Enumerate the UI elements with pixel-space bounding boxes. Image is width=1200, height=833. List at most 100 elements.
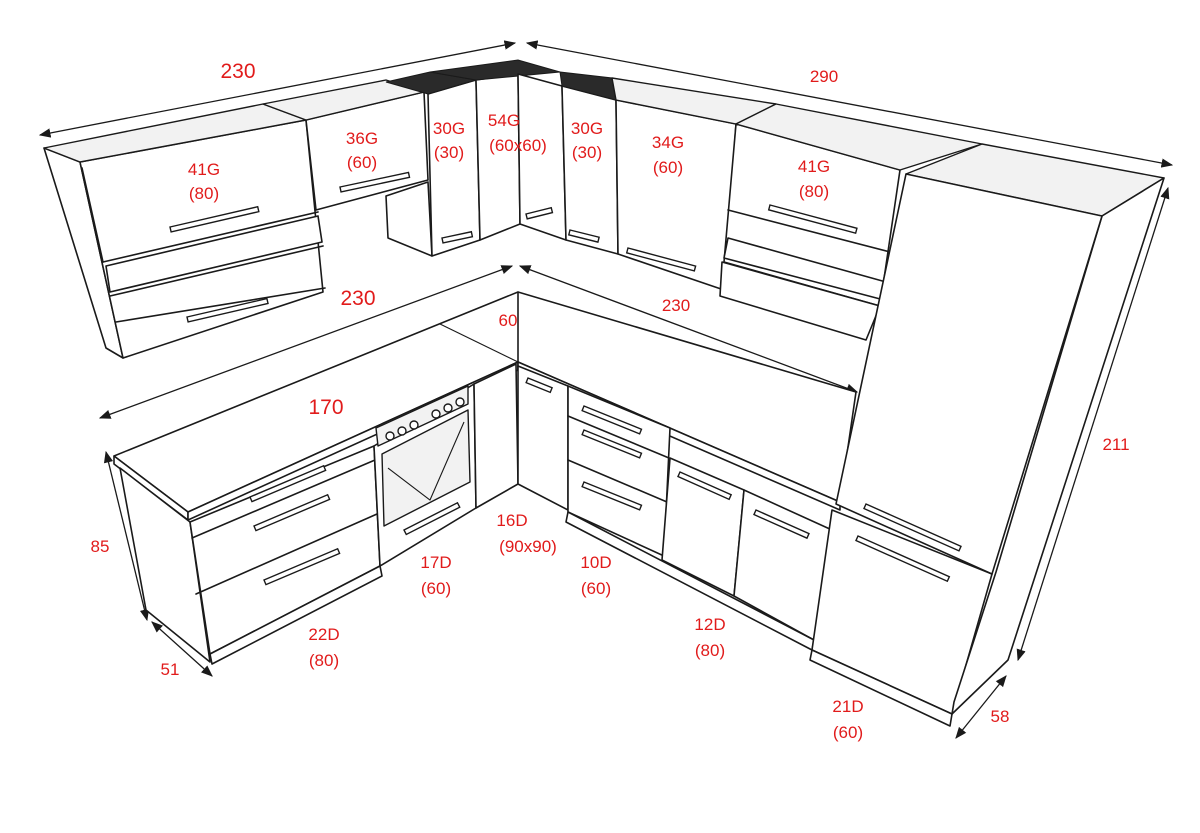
base-22d-plinth bbox=[210, 566, 382, 664]
upper-cabinet-labels: 41G (80) 36G (60) 30G (30) 54G (60x60) 3… bbox=[188, 111, 830, 203]
handle-tall bbox=[864, 504, 961, 551]
label-base-17d-code: 17D bbox=[420, 553, 451, 572]
handle-upper-41g-right-top bbox=[769, 205, 857, 233]
upper-41g-open-shelf bbox=[106, 216, 322, 292]
dim-line-top-right bbox=[525, 40, 1174, 168]
upper-41g-right-lower-door bbox=[720, 262, 880, 340]
tall-cabinet bbox=[836, 144, 1164, 714]
base-22d-side bbox=[120, 468, 210, 662]
base-22d-drawer-line-2 bbox=[196, 514, 377, 594]
oven-window bbox=[382, 410, 470, 526]
base-cabinets bbox=[120, 364, 992, 726]
label-upper-54g-code: 54G bbox=[488, 111, 520, 130]
upper-41g-right-top bbox=[736, 104, 982, 170]
label-base-10d-width: (60) bbox=[581, 579, 611, 598]
dim-line-base-depth bbox=[151, 621, 213, 677]
dim-line-tall-height bbox=[1016, 186, 1170, 662]
oven-knob-5 bbox=[443, 403, 453, 413]
upper-30g-right-body bbox=[562, 86, 618, 254]
tall-front bbox=[836, 174, 1102, 574]
handle-upper-36g bbox=[340, 172, 410, 191]
label-base-depth: 51 bbox=[161, 660, 180, 679]
label-base-22d-width: (80) bbox=[309, 651, 339, 670]
oven-knob-6 bbox=[455, 397, 465, 407]
base-21d-plinth bbox=[810, 650, 952, 726]
label-upper-34g-width: (60) bbox=[653, 158, 683, 177]
dim-line-counter-right bbox=[518, 265, 859, 393]
upper-41g-lower-edge bbox=[116, 288, 325, 322]
label-base-12d-width: (80) bbox=[695, 641, 725, 660]
oven-knob-4 bbox=[431, 409, 441, 419]
label-upper-41g-right-code: 41G bbox=[798, 157, 830, 176]
label-counter-corner-depth: 60 bbox=[499, 311, 518, 330]
label-top-right-width: 290 bbox=[810, 67, 838, 86]
oven-knobs bbox=[385, 397, 465, 441]
handle-upper-30g-right bbox=[569, 230, 599, 242]
upper-41g-shelf-line bbox=[103, 212, 318, 262]
label-upper-41g-left-width: (80) bbox=[189, 184, 219, 203]
handle-base-12d-left bbox=[678, 472, 731, 499]
dim-line-counter-left bbox=[98, 265, 514, 419]
label-base-17d-width: (60) bbox=[421, 579, 451, 598]
label-upper-41g-left-code: 41G bbox=[188, 160, 220, 179]
base-16d-front bbox=[474, 364, 518, 508]
dim-line-tall-depth bbox=[955, 675, 1007, 739]
oven-knob-3 bbox=[409, 420, 419, 430]
dim-line-top-left bbox=[38, 40, 517, 138]
upper-41g-lower-door bbox=[110, 246, 323, 296]
upper-54g-corner-left bbox=[476, 74, 520, 240]
label-base-left-width: 170 bbox=[308, 396, 343, 419]
label-top-left-width: 230 bbox=[220, 60, 255, 83]
label-base-12d-code: 12D bbox=[694, 615, 725, 634]
label-upper-30g-left-code: 30G bbox=[433, 119, 465, 138]
label-counter-left-width: 230 bbox=[340, 287, 375, 310]
upper-36g-recess bbox=[386, 182, 432, 256]
label-tall-height: 211 bbox=[1102, 435, 1129, 454]
dimension-lines bbox=[38, 40, 1174, 739]
label-base-height: 85 bbox=[91, 537, 110, 556]
base-10d-line-1 bbox=[568, 416, 669, 458]
label-upper-36g-width: (60) bbox=[347, 153, 377, 172]
label-base-16d-width: (90x90) bbox=[499, 537, 557, 556]
handle-base-22d-3 bbox=[264, 549, 340, 585]
label-upper-34g-code: 34G bbox=[652, 133, 684, 152]
handle-upper-34g bbox=[627, 248, 696, 271]
dim-line-base-height bbox=[103, 450, 150, 622]
handle-base-21d bbox=[856, 536, 949, 581]
oven-knob-1 bbox=[385, 431, 395, 441]
label-base-10d-code: 10D bbox=[580, 553, 611, 572]
label-counter-right-width: 230 bbox=[662, 296, 690, 315]
tall-side bbox=[952, 178, 1164, 714]
label-upper-30g-left-width: (30) bbox=[434, 143, 464, 162]
upper-30g-left-body bbox=[428, 80, 480, 256]
upper-41g-right-shelf-line bbox=[728, 210, 890, 252]
oven-knob-2 bbox=[397, 426, 407, 436]
handle-upper-30g-left bbox=[442, 232, 472, 243]
label-upper-41g-right-width: (80) bbox=[799, 182, 829, 201]
countertop-inner-left bbox=[440, 324, 518, 362]
label-upper-30g-right-width: (30) bbox=[572, 143, 602, 162]
handle-base-10d-2 bbox=[582, 430, 641, 458]
base-22d-drawer-line-1 bbox=[192, 460, 375, 538]
upper-cabinets bbox=[44, 60, 982, 358]
base-cabinet-labels: 22D (80) 17D (60) 16D (90x90) 10D (60) 1… bbox=[308, 511, 863, 742]
handle-base-10d-1 bbox=[582, 406, 641, 434]
upper-41g-door-edge bbox=[82, 168, 103, 262]
base-10d-line-2 bbox=[568, 460, 667, 502]
handle-base-10d-3 bbox=[582, 482, 641, 510]
dimension-labels: 230 290 230 230 60 170 85 51 211 58 bbox=[91, 60, 1130, 726]
label-upper-54g-width: (60x60) bbox=[489, 136, 547, 155]
label-base-21d-width: (60) bbox=[833, 723, 863, 742]
label-base-21d-code: 21D bbox=[832, 697, 863, 716]
label-tall-depth: 58 bbox=[991, 707, 1010, 726]
handle-base-22d-2 bbox=[254, 495, 330, 531]
oven-window-detail bbox=[388, 422, 464, 500]
handle-base-22d-1 bbox=[250, 466, 326, 502]
label-upper-36g-code: 36G bbox=[346, 129, 378, 148]
handle-base-12d-right bbox=[754, 510, 809, 538]
handle-upper-54g bbox=[526, 208, 552, 219]
handle-upper-41g-bottom bbox=[187, 299, 268, 322]
handle-base-16d bbox=[526, 378, 552, 392]
